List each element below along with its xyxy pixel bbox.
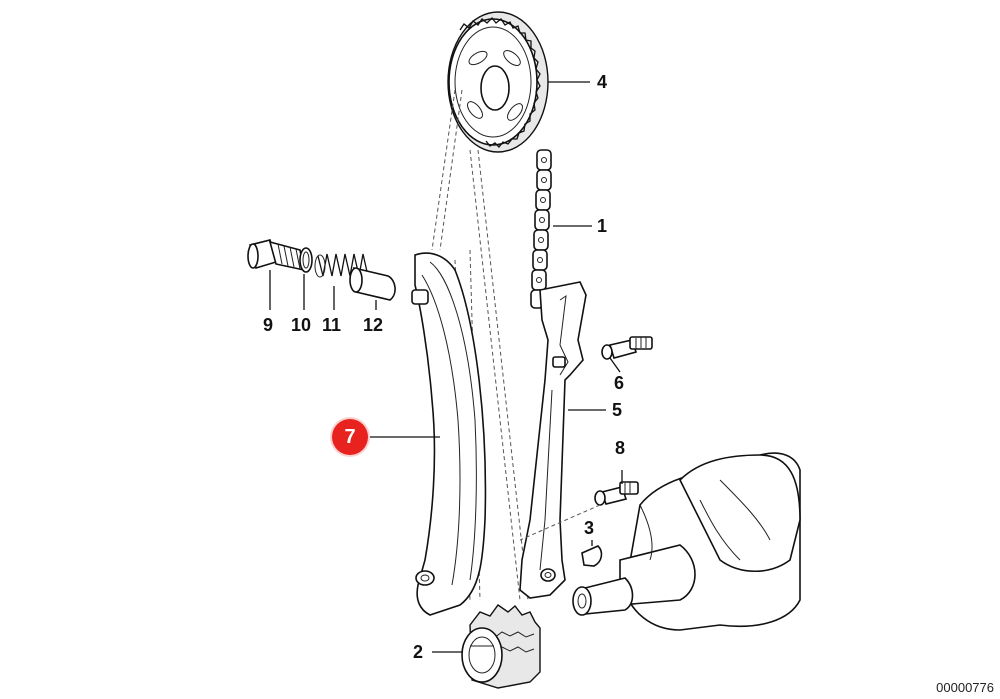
- camshaft-sprocket[interactable]: [447, 11, 549, 153]
- callout-6[interactable]: 6: [614, 373, 625, 393]
- callout-5[interactable]: 5: [612, 400, 623, 420]
- callout-9[interactable]: 9: [263, 315, 274, 335]
- guide-rail-bolt-lower[interactable]: [519, 481, 639, 541]
- sealing-ring[interactable]: [299, 247, 313, 273]
- leader-lines: [269, 81, 623, 653]
- timing-chain[interactable]: [431, 89, 552, 601]
- callout-3[interactable]: 3: [584, 518, 595, 538]
- reference-number: 00000776: [936, 680, 994, 695]
- callout-11[interactable]: 11: [322, 315, 342, 335]
- tensioner-rail[interactable]: [411, 252, 487, 616]
- guide-rail-bolt-upper[interactable]: [601, 336, 653, 360]
- callout-8[interactable]: 8: [615, 438, 626, 458]
- woodruff-key[interactable]: [581, 545, 603, 567]
- tensioner-plug[interactable]: [247, 239, 306, 272]
- guide-rail[interactable]: [519, 281, 587, 599]
- callout-12[interactable]: 12: [363, 315, 384, 335]
- callout-7-highlighted[interactable]: 7: [332, 419, 368, 455]
- crankshaft-sprocket[interactable]: [461, 604, 541, 689]
- crankshaft: [572, 452, 801, 631]
- tensioner-piston[interactable]: [349, 266, 396, 301]
- callout-2[interactable]: 2: [413, 642, 424, 662]
- callout-4[interactable]: 4: [597, 72, 608, 92]
- callout-1[interactable]: 1: [597, 216, 608, 236]
- callout-10[interactable]: 10: [291, 315, 312, 335]
